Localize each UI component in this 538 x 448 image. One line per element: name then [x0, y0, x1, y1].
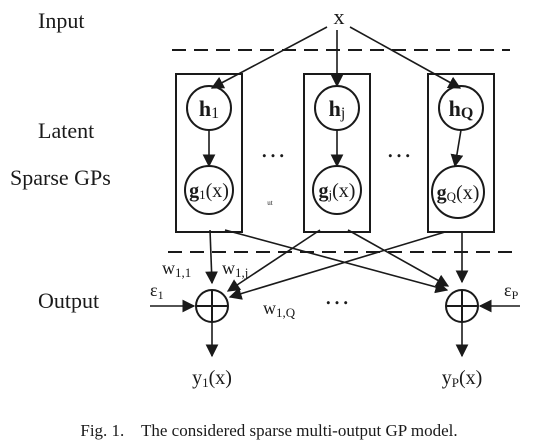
output-section-label: Output	[38, 288, 99, 313]
label-gq: gQ(x)	[437, 182, 480, 204]
label-g1: g1(x)	[189, 180, 229, 202]
weight-label-1j: w1,j	[222, 258, 248, 280]
node-gq	[431, 165, 485, 219]
sum-node-1	[195, 289, 229, 323]
arrow-gj-to-sum1	[226, 229, 321, 292]
arrow-x-to-hq	[349, 26, 462, 89]
latent-box-1: h1 g1(x)	[175, 73, 243, 233]
sum-node-p	[445, 289, 479, 323]
node-g1	[184, 165, 234, 215]
arrow-g1-to-sum1	[205, 229, 218, 285]
node-gj	[312, 165, 362, 215]
output-ellipsis: …	[324, 281, 350, 310]
label-h1: h1	[199, 96, 219, 122]
input-node-x: x	[334, 4, 345, 29]
figure-caption: Fig. 1. The considered sparse multi-outp…	[80, 421, 457, 440]
label-hq: hQ	[449, 96, 474, 122]
output-label-yp: yP(x)	[442, 367, 483, 390]
arrow-gj-to-sump	[347, 229, 450, 287]
latent-ellipsis-left: …	[260, 134, 286, 163]
label-hj: hj	[329, 96, 346, 122]
arrow-g1-to-sump	[224, 229, 449, 294]
weight-label-11: w1,1	[162, 258, 191, 280]
latent-section-label: Latent	[38, 118, 94, 143]
latent-box-q: hQ gQ(x)	[427, 73, 495, 233]
stray-mark: ut	[267, 199, 273, 207]
output-label-y1: y1(x)	[192, 367, 232, 390]
input-section-label: Input	[38, 8, 84, 33]
arrow-x-to-h1	[210, 26, 328, 89]
label-gj: gj(x)	[319, 180, 356, 202]
sparse-gps-section-label: Sparse GPs	[10, 165, 111, 190]
latent-box-j: hj gj(x)	[303, 73, 371, 233]
weight-label-1q: w1,Q	[263, 298, 296, 320]
noise-label-p: εP	[504, 280, 519, 302]
arrow-gq-to-sum1	[228, 231, 446, 300]
noise-label-1: ε1	[150, 280, 164, 302]
latent-ellipsis-right: …	[386, 134, 412, 163]
